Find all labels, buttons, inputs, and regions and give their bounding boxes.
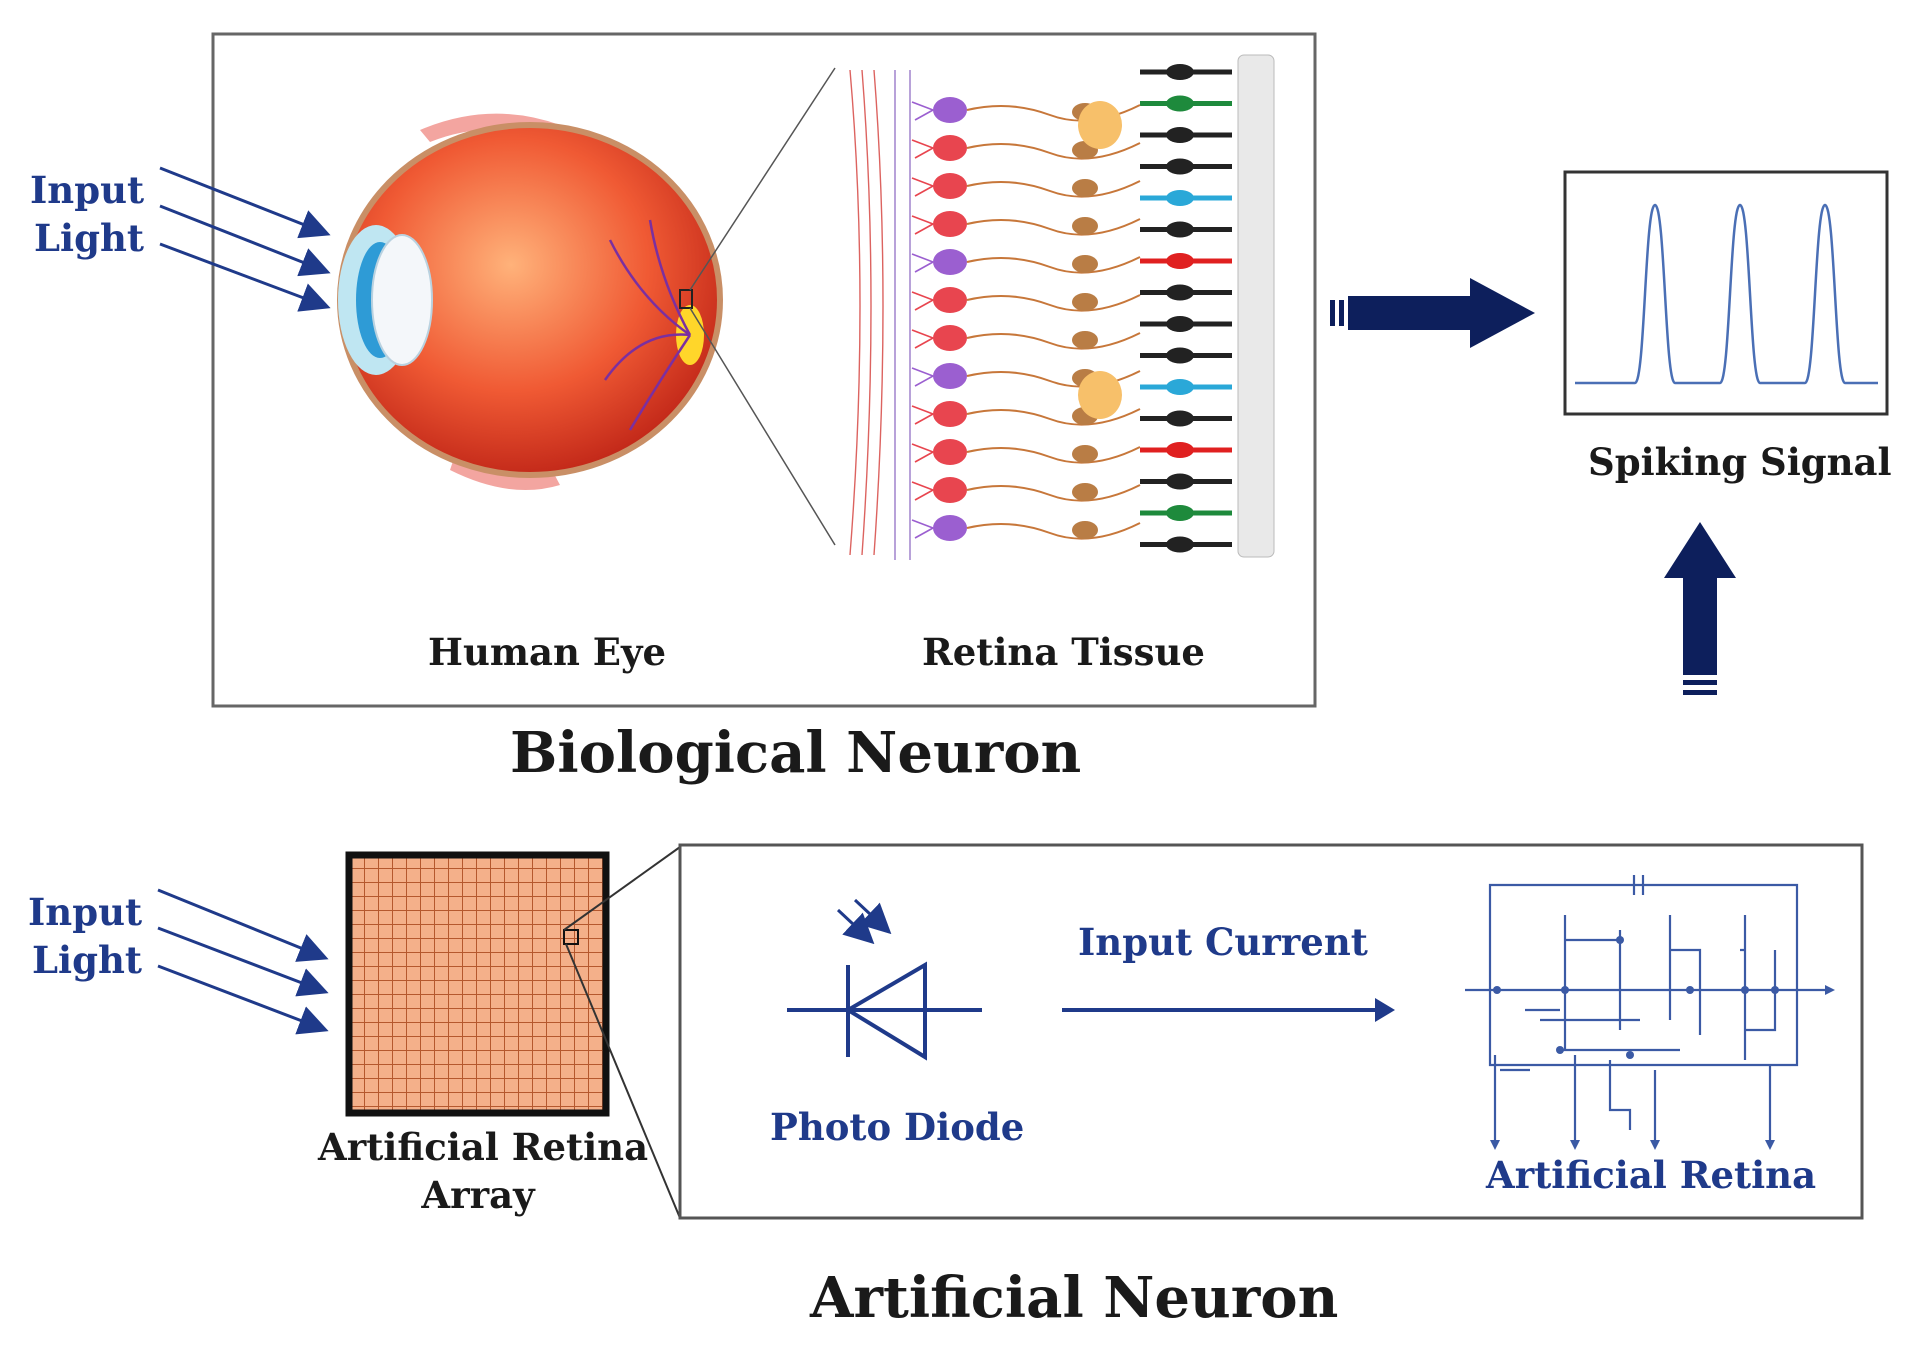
artificial-retina-array [345, 851, 610, 1117]
photo-diode-symbol [787, 898, 982, 1061]
input-light-arrows-bottom [157, 888, 329, 1035]
zoom-lines-array [563, 846, 681, 1219]
artificial-retina-array-label-line1: Artificial Retina [318, 1125, 649, 1169]
arrow-to-signal-up [1664, 522, 1736, 695]
input-current-label: Input Current [1078, 920, 1368, 964]
input-light-arrows-top [159, 166, 331, 312]
retina-tissue-label: Retina Tissue [922, 630, 1205, 674]
human-eye-illustration [337, 113, 723, 490]
artificial-retina-label: Artificial Retina [1486, 1153, 1817, 1197]
human-eye-label: Human Eye [428, 630, 667, 674]
retinal-vessels [603, 219, 692, 431]
spiking-signal-label: Spiking Signal [1588, 440, 1892, 484]
input-light-label-bottom-line2: Light [32, 938, 142, 982]
biological-neuron-title: Biological Neuron [510, 720, 1082, 786]
input-light-label-top-line2: Light [34, 216, 144, 260]
input-current-arrow [1062, 998, 1395, 1022]
photo-diode-label: Photo Diode [770, 1105, 1025, 1149]
retina-tissue-illustration [849, 54, 1275, 560]
zoom-lines-eye [689, 67, 836, 546]
input-light-label-bottom-line1: Input [28, 890, 143, 934]
spike-trace [1575, 203, 1878, 385]
spiking-signal-plot [1563, 170, 1889, 416]
artificial-retina-array-label-line2: Array [421, 1173, 535, 1217]
input-light-label-top-line1: Input [30, 168, 145, 212]
artificial-neuron-title: Artificial Neuron [810, 1265, 1339, 1331]
arrow-to-signal-right [1330, 278, 1535, 348]
artificial-retina-circuit [1465, 875, 1835, 1150]
